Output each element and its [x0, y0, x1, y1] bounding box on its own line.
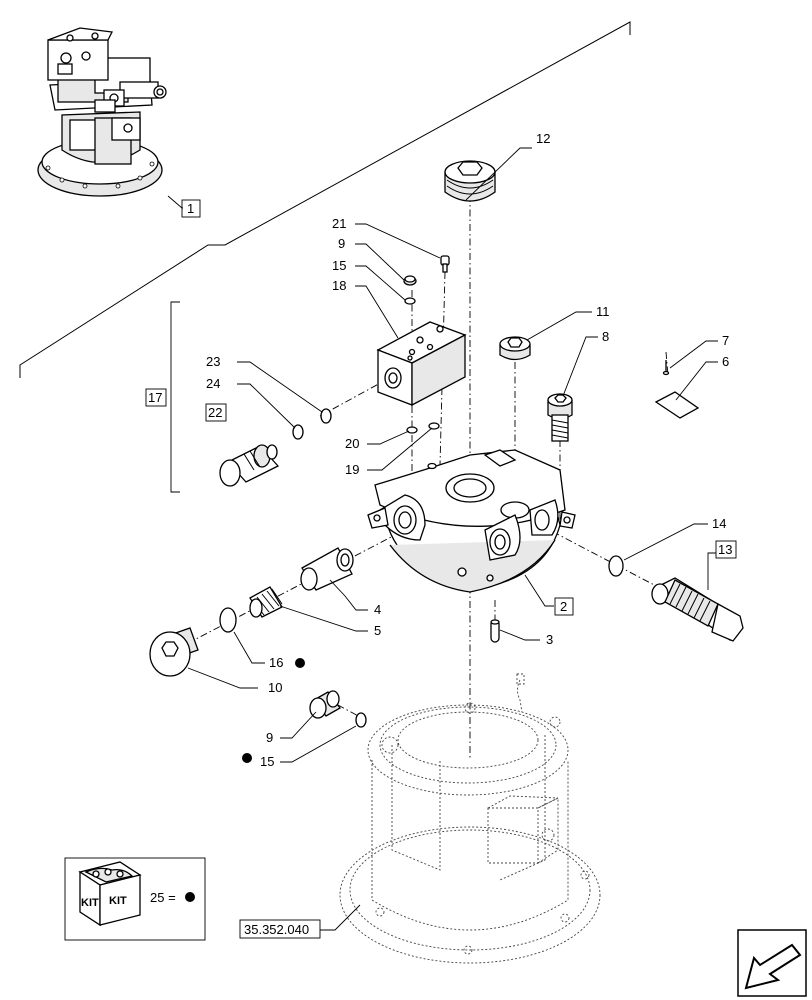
- callout-19: 19: [345, 462, 359, 477]
- callout-13[interactable]: 13: [718, 542, 732, 557]
- kit-label-right: KIT: [109, 895, 127, 907]
- callout-8: 8: [602, 329, 609, 344]
- callout-2[interactable]: 2: [560, 599, 567, 614]
- plug-11[interactable]: [499, 336, 531, 361]
- cap-screw-8[interactable]: [547, 393, 573, 442]
- kit-legend-dot: [185, 892, 195, 902]
- context-divider: [19, 21, 631, 378]
- group-bracket-17: [170, 301, 180, 493]
- bolt-21[interactable]: [440, 255, 450, 273]
- callout-6: 6: [722, 354, 729, 369]
- o-ring-24[interactable]: [292, 424, 304, 440]
- callout-18: 18: [332, 278, 346, 293]
- kit-legend: KIT KIT 25 =: [64, 857, 206, 941]
- kit-marker-16: [295, 658, 305, 668]
- callout-17[interactable]: 17: [148, 390, 162, 405]
- callout-15-lower: 15: [260, 754, 274, 769]
- plug-9-lower[interactable]: [309, 690, 341, 719]
- sleeve-4[interactable]: [300, 547, 354, 591]
- leader-lines: [187, 147, 718, 931]
- valve-block-18[interactable]: [376, 321, 467, 407]
- o-ring-15-lower[interactable]: [355, 712, 367, 728]
- o-ring-14[interactable]: [608, 555, 624, 577]
- assembly-thumbnail[interactable]: [37, 27, 167, 197]
- o-ring-20[interactable]: [406, 426, 418, 434]
- cartridge-22[interactable]: [219, 444, 280, 487]
- plug-12[interactable]: [444, 160, 496, 202]
- kit-marker-15: [242, 753, 252, 763]
- plug-9-upper[interactable]: [403, 275, 417, 286]
- callout-5: 5: [374, 623, 381, 638]
- cartridge-13[interactable]: [651, 577, 744, 642]
- reduction-housing-phantom: [339, 673, 601, 964]
- callout-12: 12: [536, 131, 550, 146]
- callout-9-upper: 9: [338, 236, 345, 251]
- callout-21: 21: [332, 216, 346, 231]
- callout-7: 7: [722, 333, 729, 348]
- callout-23: 23: [206, 354, 220, 369]
- o-ring-16[interactable]: [219, 607, 237, 633]
- callout-11: 11: [596, 304, 610, 319]
- valve-body-2[interactable]: [367, 449, 576, 593]
- callout-20: 20: [345, 436, 359, 451]
- o-ring-15-upper[interactable]: [404, 297, 416, 305]
- pin-3[interactable]: [490, 619, 500, 643]
- kit-legend-text: 25 =: [150, 890, 176, 905]
- o-ring-23[interactable]: [320, 408, 332, 424]
- callout-15-upper: 15: [332, 258, 346, 273]
- callout-22[interactable]: 22: [208, 405, 222, 420]
- callout-9-lower: 9: [266, 730, 273, 745]
- reference-link[interactable]: 35.352.040: [244, 922, 309, 937]
- kit-label-left: KIT: [81, 897, 99, 909]
- callout-4: 4: [374, 602, 381, 617]
- callout-24: 24: [206, 376, 220, 391]
- callout-3: 3: [546, 632, 553, 647]
- callout-10: 10: [268, 680, 282, 695]
- spring-5[interactable]: [249, 586, 283, 618]
- callout-16: 16: [269, 655, 283, 670]
- navigation-arrow-icon[interactable]: [737, 929, 807, 997]
- plug-10[interactable]: [149, 627, 199, 677]
- callout-1[interactable]: 1: [187, 201, 194, 216]
- nameplate-6[interactable]: [654, 391, 700, 419]
- rivet-7[interactable]: [662, 360, 670, 376]
- o-ring-19[interactable]: [428, 422, 440, 430]
- callout-14: 14: [712, 516, 726, 531]
